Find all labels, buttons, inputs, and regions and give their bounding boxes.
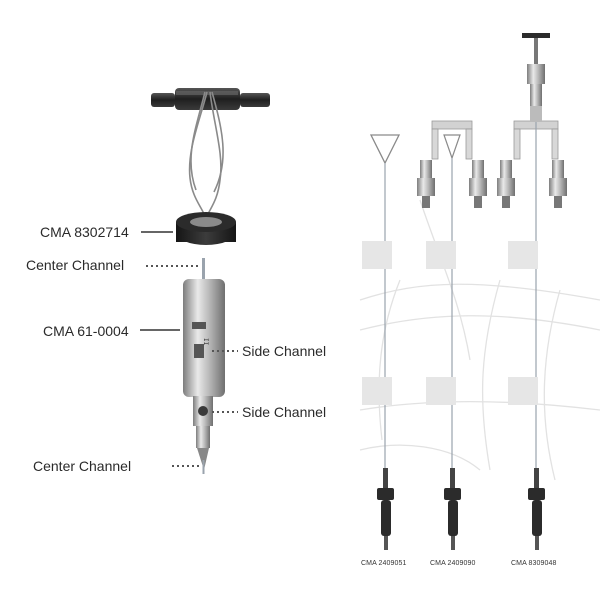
left-assembly: II <box>140 88 270 474</box>
assembly-2 <box>417 120 487 550</box>
probe-body: II <box>183 279 225 397</box>
background-tubing <box>359 199 600 481</box>
caption-assembly-2: CMA 2409090 <box>430 560 476 567</box>
center-channel-bottom-label: Center Channel <box>33 458 132 474</box>
probe-stem <box>193 396 213 474</box>
side-channel-lower-label: Side Channel <box>242 404 327 420</box>
caption-assembly-1: CMA 2409051 <box>361 560 407 567</box>
right-assembly <box>359 33 600 550</box>
probe-body-label: CMA 61-0004 <box>43 323 129 339</box>
svg-text:II: II <box>202 338 209 346</box>
ring-clip <box>176 212 236 245</box>
assembly-3 <box>497 33 567 550</box>
wire-loop <box>188 91 224 215</box>
assembly-1 <box>362 134 401 550</box>
side-channel-upper-label: Side Channel <box>242 343 327 359</box>
caption-assembly-3: CMA 8309048 <box>511 560 557 567</box>
center-channel-top-label: Center Channel <box>26 257 125 273</box>
center-tube-top <box>202 258 205 282</box>
clip-part-label: CMA 8302714 <box>40 224 129 240</box>
